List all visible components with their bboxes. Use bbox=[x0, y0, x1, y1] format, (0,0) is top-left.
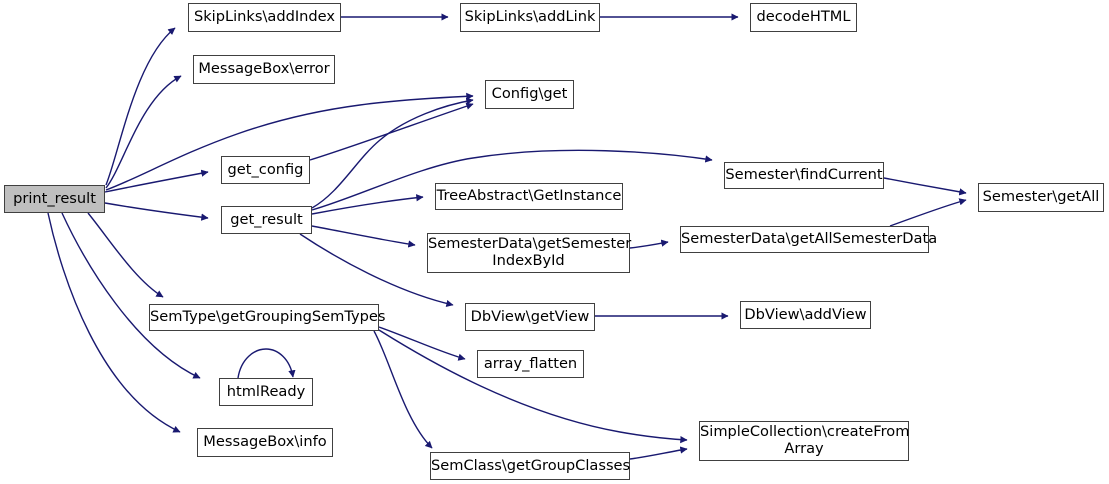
edge-get_result-semester_findcurrent bbox=[311, 149, 713, 211]
node-label: SkipLinks\addLink bbox=[464, 8, 596, 26]
node-semester-getall[interactable]: Semester\getAll bbox=[978, 183, 1104, 212]
edge-print_result-config_get bbox=[105, 92, 474, 191]
edge-semtype_getgroupingsemtypes-array_flatten bbox=[378, 326, 466, 361]
node-label: SemesterData\getSemester IndexById bbox=[428, 235, 632, 269]
node-messagebox-error[interactable]: MessageBox\error bbox=[193, 55, 335, 84]
node-semester-findcurrent[interactable]: Semester\findCurrent bbox=[724, 162, 884, 189]
edge-print_result-get_config bbox=[104, 169, 209, 193]
node-semtype-getgroupingsemtypes[interactable]: SemType\getGroupingSemTypes bbox=[149, 304, 386, 331]
edge-print_result-get_result bbox=[104, 202, 209, 221]
node-label: Semester\findCurrent bbox=[725, 166, 883, 184]
node-semclass-getgroupclasses[interactable]: SemClass\getGroupClasses bbox=[430, 452, 630, 480]
node-label: print_result bbox=[13, 189, 96, 207]
node-label: get_result bbox=[230, 210, 303, 228]
edge-semtype_getgroupingsemtypes-simplecollection_createfromarray bbox=[378, 329, 688, 444]
node-label: SemClass\getGroupClasses bbox=[431, 456, 631, 474]
edge-get_result-treeabstract_getinstance bbox=[311, 194, 424, 215]
edge-semtype_getgroupingsemtypes-semclass_getgroupclasses bbox=[373, 330, 433, 449]
node-dbview-getview[interactable]: DbView\getView bbox=[465, 303, 595, 331]
node-messagebox-info[interactable]: MessageBox\info bbox=[197, 428, 333, 457]
node-label: SimpleCollection\createFrom Array bbox=[700, 423, 910, 457]
edge-print_result-semtype_getgroupingsemtypes bbox=[87, 212, 164, 298]
node-get-config[interactable]: get_config bbox=[221, 156, 310, 184]
node-get-result[interactable]: get_result bbox=[221, 206, 312, 234]
node-label: TreeAbstract\GetInstance bbox=[436, 187, 622, 205]
node-label: MessageBox\info bbox=[203, 433, 327, 451]
node-semesterdata-getsemesterindexbyid[interactable]: SemesterData\getSemester IndexById bbox=[427, 233, 632, 273]
node-htmlready[interactable]: htmlReady bbox=[219, 378, 313, 406]
node-label: SkipLinks\addIndex bbox=[193, 8, 336, 26]
edge-semclass_getgroupclasses-simplecollection_createfromarray bbox=[629, 446, 688, 460]
node-label: Config\get bbox=[491, 85, 568, 103]
edge-print_result-skiplinks_addindex bbox=[105, 27, 176, 186]
node-config-get[interactable]: Config\get bbox=[485, 80, 574, 109]
node-dbview-addview[interactable]: DbView\addView bbox=[740, 301, 871, 329]
node-label: Semester\getAll bbox=[982, 188, 1100, 206]
edge-print_result-messagebox_info bbox=[47, 212, 181, 433]
node-semesterdata-getallsemesterdata[interactable]: SemesterData\getAllSemesterData bbox=[680, 226, 938, 253]
edge-htmlready-htmlready bbox=[237, 348, 296, 379]
node-print-result[interactable]: print_result bbox=[4, 185, 105, 213]
node-label: array_flatten bbox=[483, 354, 578, 372]
node-skiplinks-addlink[interactable]: SkipLinks\addLink bbox=[460, 3, 600, 32]
node-decodehtml[interactable]: decodeHTML bbox=[750, 3, 857, 32]
node-label: DbView\getView bbox=[470, 307, 590, 325]
node-label: decodeHTML bbox=[756, 8, 851, 26]
edge-print_result-messagebox_error bbox=[105, 75, 182, 189]
node-label: MessageBox\error bbox=[198, 60, 330, 78]
edge-semesterdata_getsemesterindexbyid-semesterdata_getallsemesterdata bbox=[629, 239, 669, 249]
node-treeabstract-getinstance[interactable]: TreeAbstract\GetInstance bbox=[435, 183, 623, 210]
edge-get_result-config_get bbox=[311, 97, 474, 209]
edge-get_result-semesterdata_getsemesterindexbyid bbox=[311, 225, 416, 248]
edge-semester_findcurrent-semester_getall bbox=[883, 177, 967, 196]
node-label: DbView\addView bbox=[744, 305, 867, 323]
node-label: SemesterData\getAllSemesterData bbox=[681, 230, 938, 248]
edge-print_result-htmlready bbox=[61, 212, 201, 379]
node-label: htmlReady bbox=[226, 382, 306, 400]
node-simplecollection-createfromarray[interactable]: SimpleCollection\createFrom Array bbox=[699, 421, 909, 461]
node-label: get_config bbox=[227, 160, 304, 178]
node-array-flatten[interactable]: array_flatten bbox=[477, 350, 584, 378]
node-label: SemType\getGroupingSemTypes bbox=[150, 308, 386, 326]
edge-get_result-dbview_getview bbox=[299, 233, 454, 308]
edge-semesterdata_getallsemesterdata-semester_getall bbox=[889, 198, 967, 227]
node-skiplinks-addindex[interactable]: SkipLinks\addIndex bbox=[188, 3, 341, 32]
